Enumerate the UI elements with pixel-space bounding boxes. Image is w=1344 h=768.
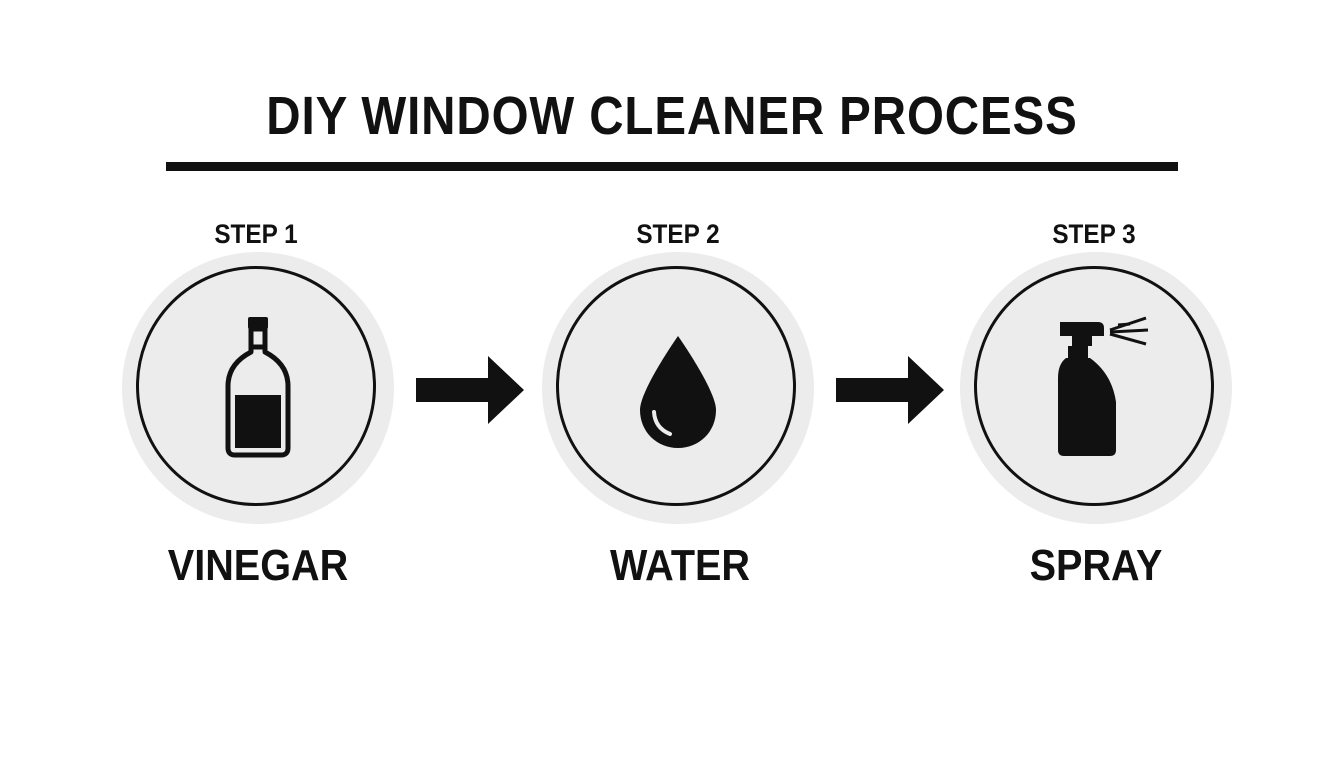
step-1-name: VINEGAR [167,541,349,590]
page-title: DIY WINDOW CLEANER PROCESS [266,86,1078,146]
water-drop-icon [640,336,716,448]
step-3-name: SPRAY [1029,541,1163,590]
step-2-name: WATER [609,541,751,590]
step-3-badge [960,252,1232,524]
step-2-ring [556,266,796,506]
spray-bottle-icon [1058,316,1149,456]
step-1-ring [136,266,376,506]
step-1-label: STEP 1 [214,219,298,249]
arrow-right-icon [416,356,524,424]
step-2-label: STEP 2 [636,219,720,249]
step-2-badge [542,252,814,524]
arrow-right-icon [836,356,944,424]
vinegar-bottle-icon [225,317,291,458]
title-divider [166,162,1178,171]
step-3-label: STEP 3 [1052,219,1136,249]
step-1-badge [122,252,394,524]
